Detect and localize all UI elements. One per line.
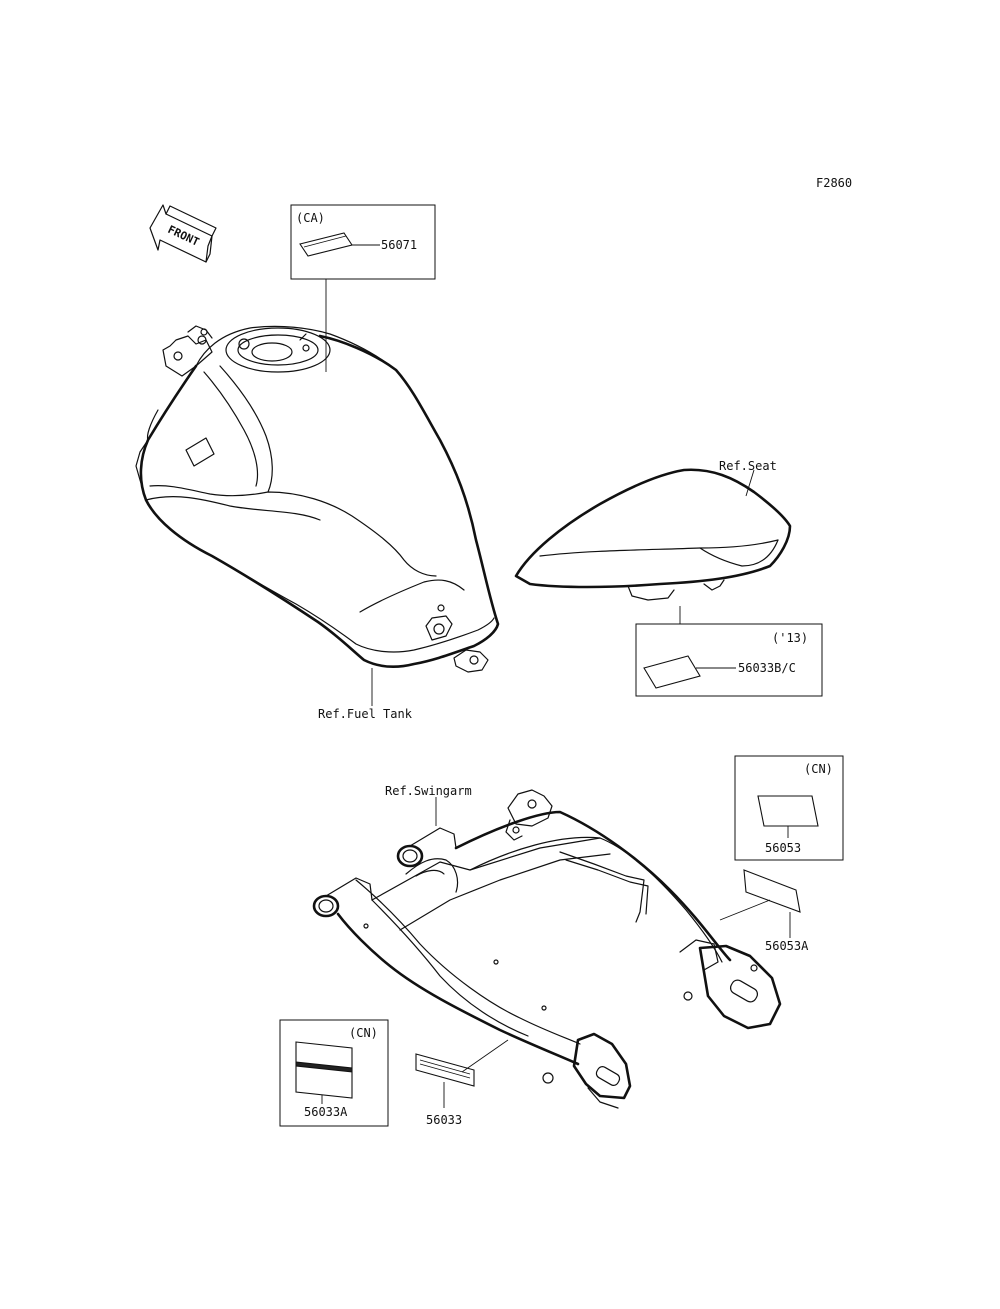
callout-56033b-c: ('13) 56033B/C: [635, 623, 823, 697]
swingarm: [312, 789, 782, 1109]
callout-56033a: (CN) 56033A: [279, 1019, 389, 1127]
swingarm-ref-label: Ref.Swingarm: [385, 784, 472, 798]
leader-line: [745, 469, 755, 497]
fuel-tank-ref-label: Ref.Fuel Tank: [318, 707, 413, 721]
figure-code: F2860: [816, 176, 852, 190]
front-arrow-icon: FRONT: [149, 204, 217, 263]
region-code: ('13): [772, 631, 808, 645]
region-code: (CN): [349, 1026, 378, 1040]
region-code: (CA): [296, 211, 325, 225]
callout-56053a: 56053A: [719, 869, 809, 953]
callout-56071: (CA) 56071: [290, 204, 436, 280]
callout-56033: 56033: [415, 1039, 509, 1127]
part-number: 56053A: [765, 939, 809, 953]
region-code: (CN): [804, 762, 833, 776]
part-number: 56071: [381, 238, 417, 252]
callout-56053: (CN) 56053: [734, 755, 844, 861]
fuel-tank: [135, 325, 500, 673]
seat-ref-label: Ref.Seat: [719, 459, 777, 473]
part-number: 56033A: [304, 1105, 348, 1119]
seat: [514, 468, 792, 601]
part-number: 56033: [426, 1113, 462, 1127]
part-number: 56053: [765, 841, 801, 855]
part-number: 56033B/C: [738, 661, 796, 675]
